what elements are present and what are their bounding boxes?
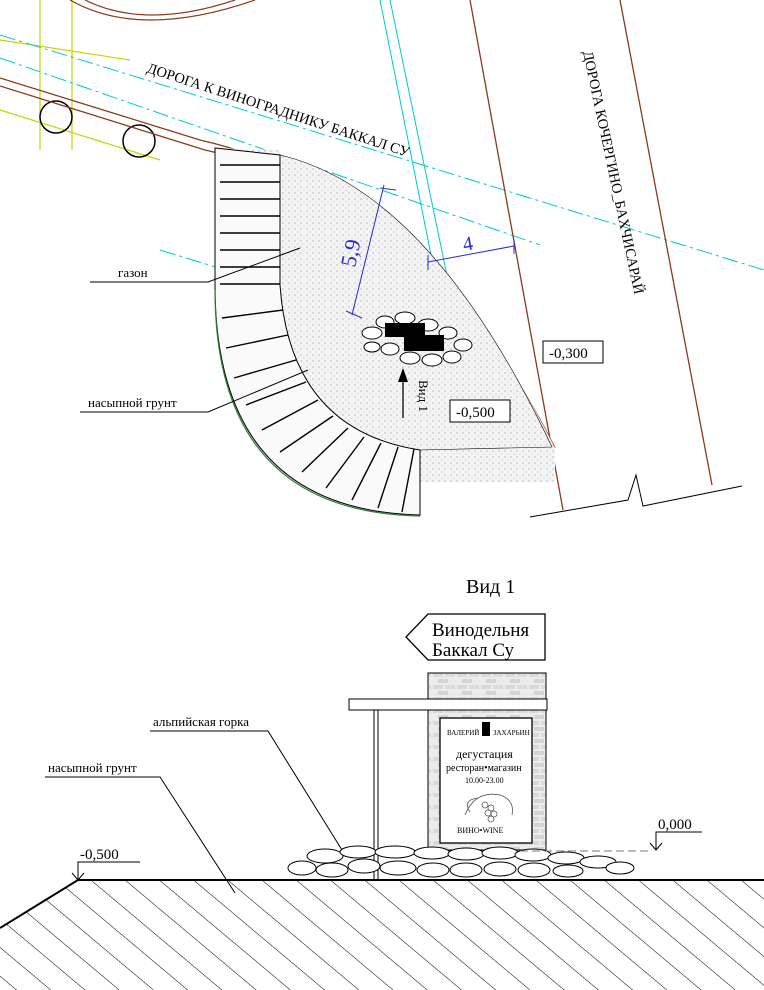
level-box-top: -0,300 — [542, 340, 604, 364]
level-low-marker — [71, 861, 140, 881]
board-line-2: ресторан•магазин — [446, 763, 522, 774]
dimension-vertical-value: 5,9 — [335, 237, 365, 269]
green-edge — [214, 289, 421, 517]
sign-line-2: Баккал Су — [432, 640, 515, 661]
board-hours: 10.00-23.00 — [465, 776, 504, 785]
level-top-value: -0,300 — [549, 346, 588, 362]
leader-fill-soil-view — [45, 776, 236, 894]
stone-mound — [287, 845, 635, 878]
label-fill-soil-plan: насыпной грунт — [88, 395, 177, 410]
view-arrow — [398, 368, 408, 418]
view-arrow-label: Вид 1 — [416, 380, 431, 412]
road-bakkal-label: ДОРОГА К ВИНОГРАДНИКУ БАККАЛ СУ — [145, 61, 412, 161]
dimension-horizontal-value: 4 — [461, 233, 475, 256]
level-zero-value: 0,000 — [658, 817, 692, 833]
leader-alpine — [150, 730, 343, 851]
sign-line-1: Винодельня — [432, 620, 529, 641]
grid-lines — [0, 0, 161, 161]
info-board — [439, 717, 533, 844]
road-kochergino-label: ДОРОГА КОЧЕРГИНО_БАХЧИСАРАЙ — [579, 49, 647, 296]
board-logo — [482, 722, 490, 736]
label-alpine: альпийская горка — [153, 714, 249, 729]
tree-circles — [39, 100, 156, 158]
canopy — [348, 698, 548, 711]
view-title: Вид 1 — [466, 576, 515, 598]
dimension-horizontal — [427, 240, 515, 270]
level-box-inner: -0,500 — [449, 399, 511, 423]
leader-lawn — [90, 247, 301, 283]
leader-fill-soil — [80, 369, 309, 413]
label-fill-soil-view: насыпной грунт — [48, 760, 137, 775]
label-lawn: газон — [118, 265, 148, 280]
level-inner-value: -0,500 — [456, 405, 495, 421]
fill-soil-band — [214, 147, 421, 516]
level-zero-marker — [649, 831, 702, 851]
road-arc-top — [69, 0, 256, 21]
board-line-1: дегустация — [456, 747, 513, 761]
dimension-vertical — [345, 184, 397, 319]
break-line — [529, 473, 743, 518]
step-lines — [220, 164, 415, 513]
sign-post-plan — [385, 323, 444, 351]
level-low-value: -0,500 — [80, 847, 119, 863]
board-brand: ВИНО•WINE — [457, 826, 503, 835]
direction-sign — [405, 613, 546, 661]
road-kochergino-edges — [469, 0, 713, 511]
board-name-left: ВАЛЕРИЙ — [447, 729, 479, 737]
pillar-top — [427, 672, 547, 704]
grape-icon — [464, 793, 513, 823]
ground-hatch — [0, 880, 764, 990]
board-name-right: ЗАХАРЬИН — [493, 729, 530, 737]
stone-cluster-plan — [361, 311, 473, 367]
